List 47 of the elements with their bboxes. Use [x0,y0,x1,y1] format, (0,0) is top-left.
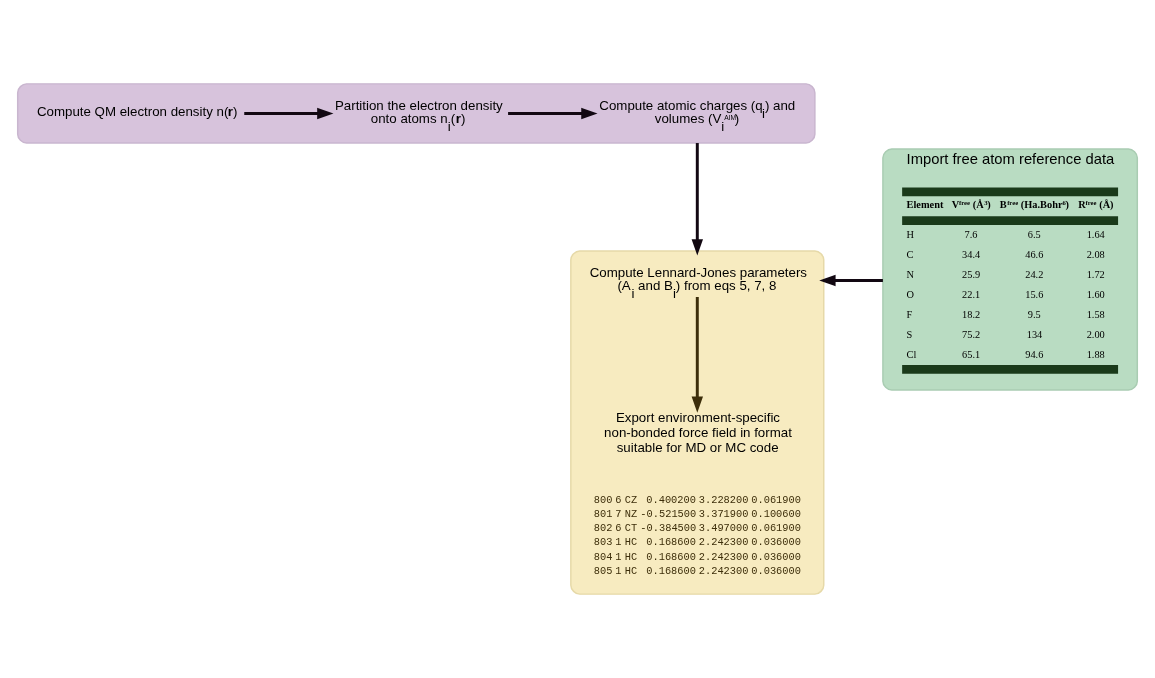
label: 24.2 [1025,268,1044,280]
label: V$^{free}$ (Å$^{3}$) [951,198,991,211]
label: 22.1 [962,288,981,300]
arrow [691,143,703,256]
label: 2.00 [1086,328,1105,340]
label: 7.6 [964,228,978,240]
label: Cl [906,348,917,360]
label: 805 1 HC 0.168600 2.242300 0.036000 [593,564,801,577]
label: 9.5 [1027,308,1041,320]
label: 1.60 [1086,288,1105,300]
arrow [244,107,334,120]
label: 134 [1026,328,1043,340]
label: 1.58 [1086,308,1105,320]
label: 15.6 [1025,288,1044,300]
label: 34.4 [962,248,981,260]
node-text: Export environment-specific non-bonded force field in format suitable for MD or MC code [604,410,792,455]
label: 1.64 [1086,228,1105,240]
label: 804 1 HC 0.168600 2.242300 0.036000 [593,550,801,563]
arrow [508,107,598,120]
label: 1.88 [1086,348,1105,360]
label: O [906,288,915,300]
label: B$^{free}$ (Ha.Bohr$^{6}$) [999,198,1070,211]
label: 801 7 NZ -0.521500 3.371900 0.100600 [593,508,801,521]
label: 6.5 [1027,228,1041,240]
label: N [906,268,915,280]
label: 18.2 [962,308,981,320]
arrow [691,296,703,413]
label: 65.1 [962,348,981,360]
cluster [16,83,816,144]
node-text: Compute QM electron density n(r) [36,103,238,119]
label: H [906,228,915,240]
label: S [906,328,913,340]
label: 1.72 [1086,268,1105,280]
label: R$^{free}$ (Å) [1078,198,1114,211]
label: 25.9 [962,268,981,280]
label: 94.6 [1025,348,1044,360]
label: F [906,308,913,320]
label: 2.08 [1086,248,1105,260]
label: C [906,248,914,260]
cluster [570,250,825,595]
label: Element [906,199,944,211]
label: 46.6 [1025,248,1044,260]
label: 803 1 HC 0.168600 2.242300 0.036000 [593,536,801,549]
label: 75.2 [962,328,981,340]
label: 802 6 CT -0.384500 3.497000 0.061900 [593,522,801,535]
arrow [819,274,883,287]
label: 800 6 CZ 0.400200 3.228200 0.061900 [593,494,801,507]
